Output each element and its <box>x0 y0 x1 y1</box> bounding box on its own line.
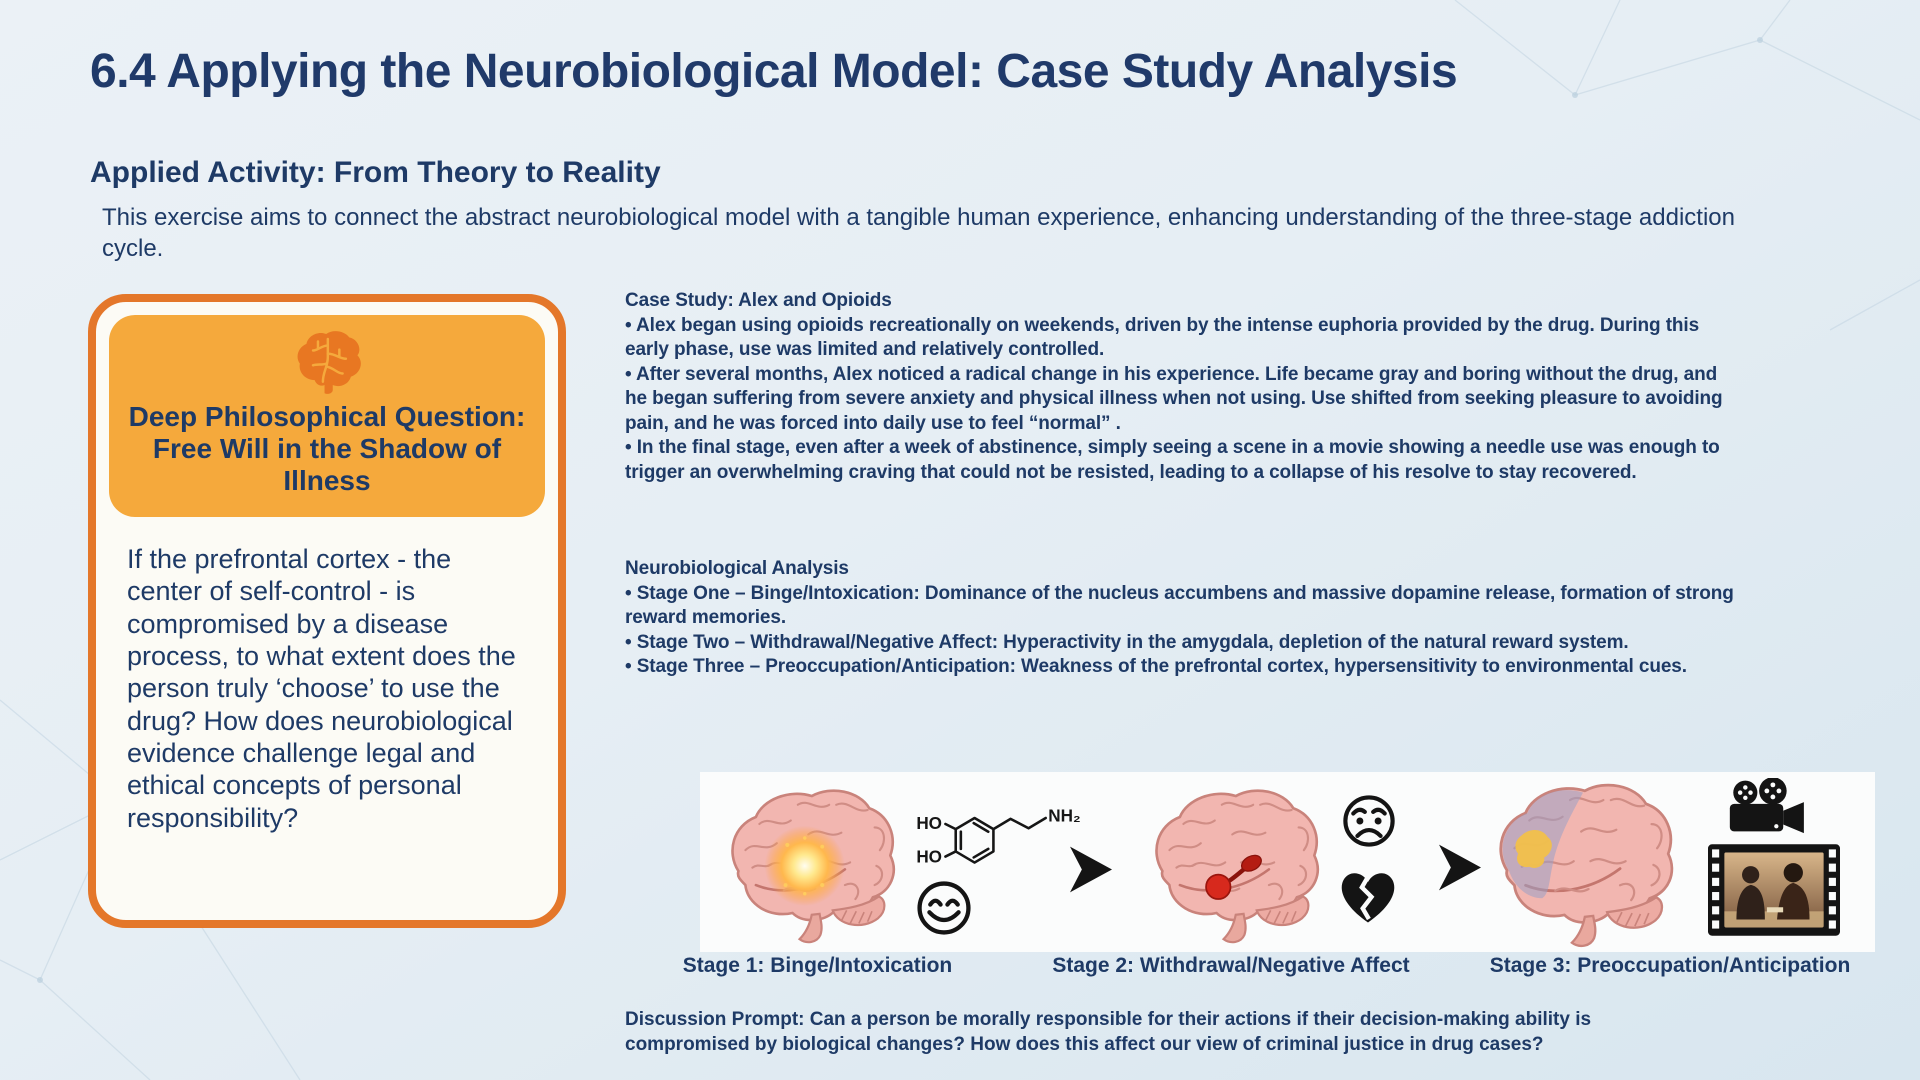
analysis-bullet: • Stage Two – Withdrawal/Negative Affect… <box>625 631 1629 653</box>
analysis-heading: Neurobiological Analysis <box>625 558 849 579</box>
philosophical-question-header-panel: Deep Philosophical Question: Free Will i… <box>109 315 545 517</box>
case-study-bullet: • In the final stage, even after a week … <box>625 437 1720 483</box>
film-scene-image <box>1724 852 1824 928</box>
molecule-ho-bottom-label: HO <box>916 847 942 867</box>
case-study-bullet: • After several months, Alex noticed a r… <box>625 363 1723 434</box>
case-study-bullet: • Alex began using opioids recreationall… <box>625 314 1700 361</box>
discussion-prompt: Discussion Prompt: Can a person be moral… <box>625 1009 1592 1055</box>
page-title: 6.4 Applying the Neurobiological Model: … <box>90 45 1458 98</box>
case-study-section: Case Study: Alex and Opioids • Alex bega… <box>625 289 1740 485</box>
molecule-nh2-label: NH₂ <box>1048 805 1080 825</box>
case-study-heading: Case Study: Alex and Opioids <box>625 290 892 311</box>
brain-reward-glow-icon <box>731 789 896 944</box>
film-strip-icon <box>1708 844 1840 936</box>
section-heading: Applied Activity: From Theory to Reality <box>90 156 661 189</box>
molecule-ho-top-label: HO <box>916 813 942 833</box>
philosophical-question-card: Deep Philosophical Question: Free Will i… <box>88 294 566 928</box>
stage-3-label: Stage 3: Preoccupation/Anticipation <box>1489 954 1851 977</box>
philosophical-question-heading: Deep Philosophical Question: Free Will i… <box>128 401 526 496</box>
stage-1-label: Stage 1: Binge/Intoxication <box>682 954 953 977</box>
brain-amygdala-icon <box>1155 789 1320 944</box>
arrow-right-icon <box>1070 846 1112 893</box>
dopamine-molecule-icon: HO HO NH₂ <box>916 805 1080 867</box>
brain-icon <box>297 331 361 394</box>
smiley-face-icon <box>917 881 971 935</box>
broken-heart-icon <box>1341 873 1395 923</box>
movie-camera-icon <box>1729 778 1804 834</box>
neurobiological-analysis-section: Neurobiological Analysis • Stage One – B… <box>625 557 1740 680</box>
worried-face-icon <box>1343 795 1395 847</box>
intro-text: This exercise aims to connect the abstra… <box>102 204 1735 263</box>
analysis-bullet: • Stage Three – Preoccupation/Anticipati… <box>625 656 1687 677</box>
philosophical-question-body: If the prefrontal cortex - the center of… <box>127 543 516 833</box>
arrow-right-icon <box>1439 844 1481 891</box>
stage-2-label: Stage 2: Withdrawal/Negative Affect <box>1052 954 1410 977</box>
analysis-bullet: • Stage One – Binge/Intoxication: Domina… <box>625 582 1734 629</box>
addiction-cycle-diagram: HO HO NH₂ <box>700 772 1875 952</box>
brain-prefrontal-icon <box>1499 783 1674 948</box>
